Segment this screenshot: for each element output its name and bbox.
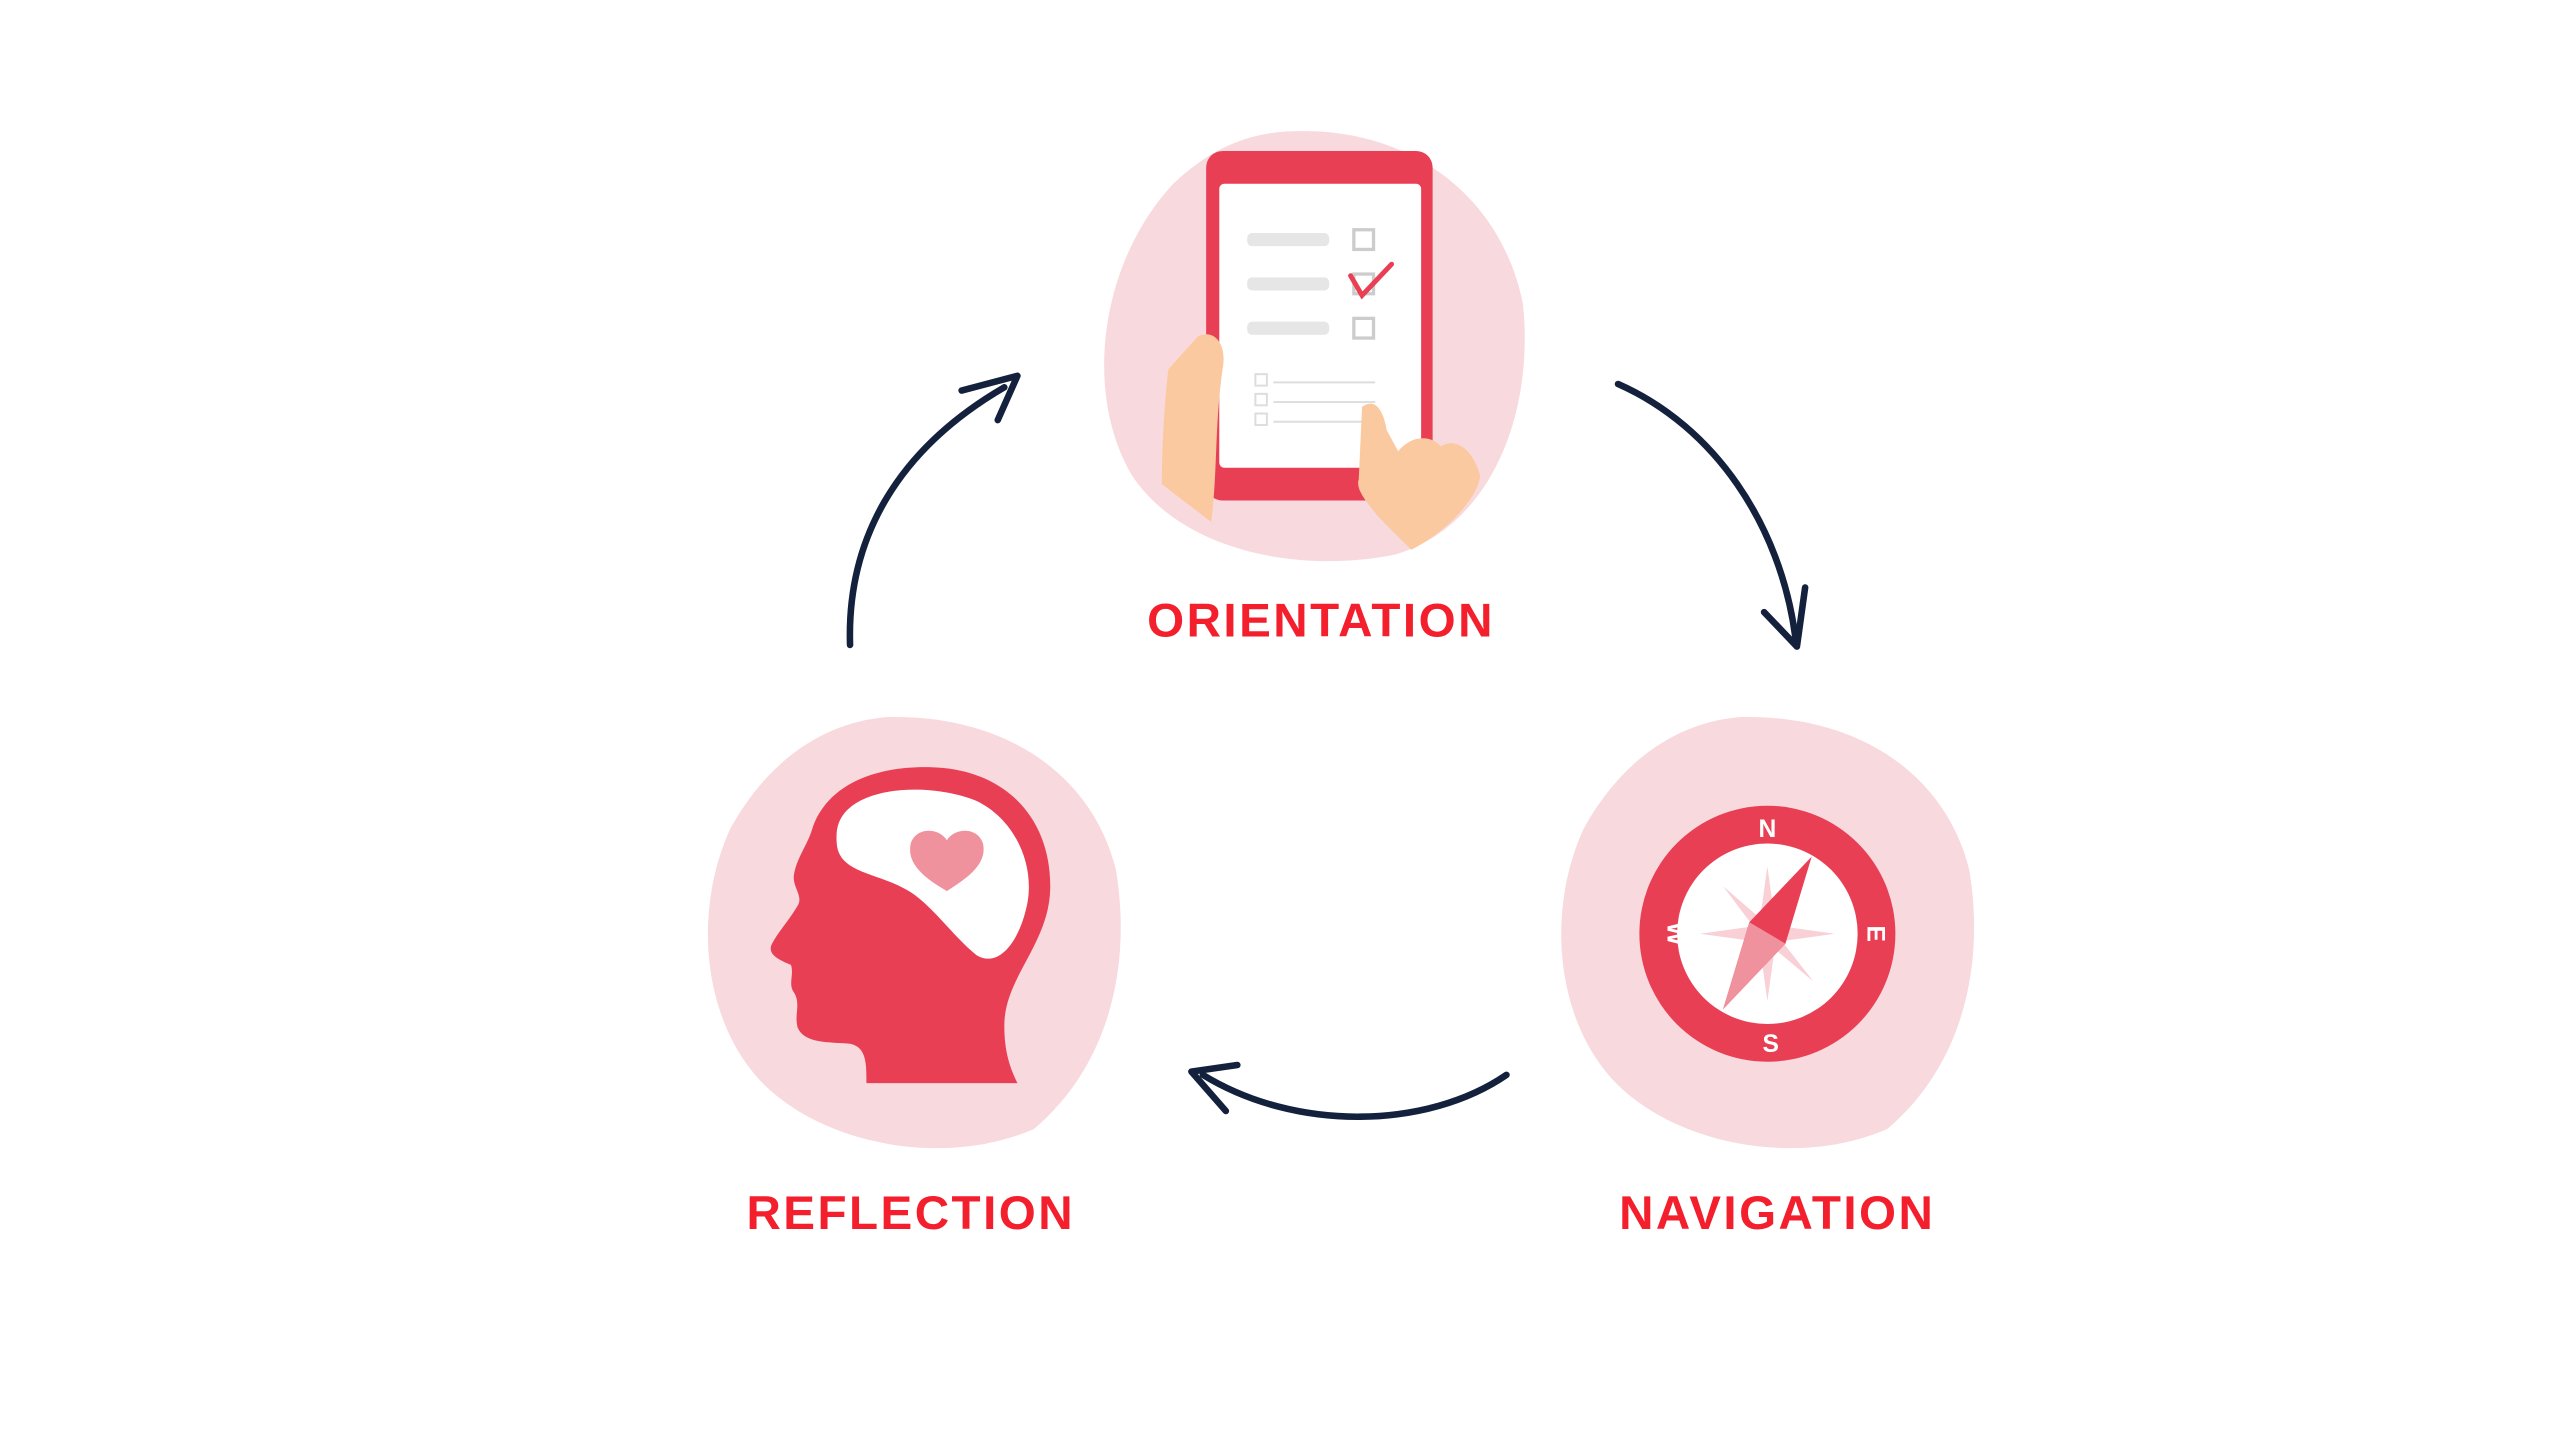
compass-icon: N S E W bbox=[1639, 805, 1896, 1062]
tablet-checklist-icon bbox=[1161, 150, 1481, 550]
reflection-label: REFLECTION bbox=[746, 1187, 1075, 1240]
orientation-stage: ORIENTATION bbox=[1104, 131, 1525, 648]
navigation-stage: N S E W NAVIGATION bbox=[1561, 716, 1975, 1240]
orientation-label: ORIENTATION bbox=[1147, 595, 1495, 648]
head-heart-icon bbox=[770, 767, 1051, 1084]
arrow-reflection-to-orientation bbox=[846, 372, 1021, 649]
compass-s: S bbox=[1762, 1031, 1778, 1058]
arrow-navigation-to-reflection bbox=[1188, 1061, 1510, 1120]
reflection-stage: REFLECTION bbox=[707, 716, 1121, 1240]
arrow-orientation-to-navigation bbox=[1614, 380, 1809, 650]
right-hand bbox=[1358, 403, 1481, 550]
left-hand bbox=[1161, 334, 1224, 522]
compass-e: E bbox=[1861, 926, 1888, 942]
navigation-label: NAVIGATION bbox=[1619, 1187, 1935, 1240]
compass-w: W bbox=[1661, 922, 1688, 946]
compass-n: N bbox=[1758, 816, 1776, 843]
